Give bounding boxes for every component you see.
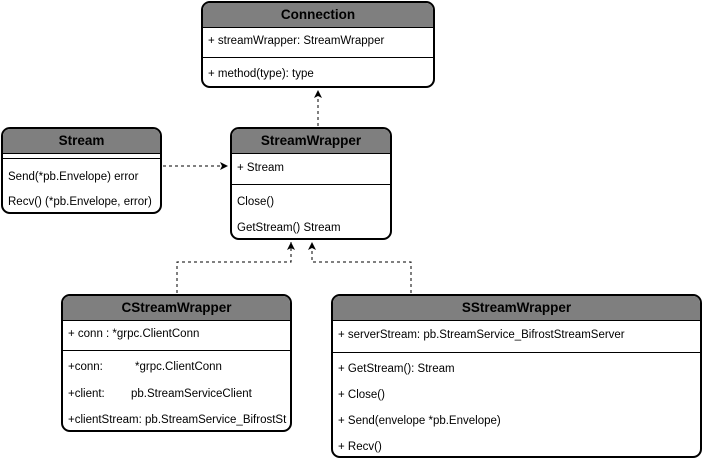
connection-method: + method(type): type <box>208 68 314 80</box>
stream-attributes <box>3 154 160 159</box>
cstreamwrapper-attribute: + conn : *grpc.ClientConn <box>68 328 200 340</box>
cstreamwrapper-class[interactable]: CStreamWrapper + conn : *grpc.ClientConn… <box>61 294 292 432</box>
stream-method: Recv() (*pb.Envelope, error) <box>8 196 152 208</box>
connection-class[interactable]: Connection + streamWrapper: StreamWrappe… <box>201 1 435 88</box>
connection-attributes: + streamWrapper: StreamWrapper <box>203 28 433 58</box>
cstreamwrapper-class-title: CStreamWrapper <box>63 296 290 321</box>
streamwrapper-attribute: + Stream <box>237 162 284 174</box>
stream-class-title: Stream <box>3 129 160 154</box>
cstreamwrapper-methods: +conn: *grpc.ClientConn +client: pb.Stre… <box>63 351 290 430</box>
connection-methods: + method(type): type <box>203 58 433 86</box>
cstreamwrapper-member-type: pb.StreamServiceClient <box>131 388 252 400</box>
cstreamwrapper-member-name: +conn: <box>68 361 103 373</box>
cstreamwrapper-attributes: + conn : *grpc.ClientConn <box>63 321 290 351</box>
sstreamwrapper-method: + GetStream(): Stream <box>338 363 455 375</box>
sstreamwrapper-class-title: SStreamWrapper <box>333 296 700 321</box>
cstreamwrapper-member: +client: pb.StreamServiceClient <box>68 387 287 401</box>
sstreamwrapper-method: + Recv() <box>338 441 382 453</box>
cstreamwrapper-member-name: +client: <box>68 388 105 400</box>
streamwrapper-class-title: StreamWrapper <box>232 129 390 154</box>
connection-attribute: + streamWrapper: StreamWrapper <box>208 35 385 47</box>
stream-class[interactable]: Stream Send(*pb.Envelope) error Recv() (… <box>1 127 162 214</box>
cstreamwrapper-member-name: +clientStream: <box>68 414 142 426</box>
streamwrapper-class[interactable]: StreamWrapper + Stream Close() GetStream… <box>230 127 392 240</box>
streamwrapper-methods: Close() GetStream() Stream <box>232 185 390 238</box>
stream-method: Send(*pb.Envelope) error <box>8 171 139 183</box>
stream-methods: Send(*pb.Envelope) error Recv() (*pb.Env… <box>3 159 160 212</box>
cstreamwrapper-member: +clientStream: pb.StreamService_BifrostS… <box>68 413 287 427</box>
sstreamwrapper-method: + Send(envelope *pb.Envelope) <box>338 415 501 427</box>
sstreamwrapper-to-streamwrapper-arrow <box>308 242 412 293</box>
connection-class-title: Connection <box>203 3 433 28</box>
sstreamwrapper-method: + Close() <box>338 389 385 401</box>
cstreamwrapper-member: +conn: *grpc.ClientConn <box>68 360 287 374</box>
streamwrapper-method: GetStream() Stream <box>237 222 341 234</box>
sstreamwrapper-class[interactable]: SStreamWrapper + serverStream: pb.Stream… <box>331 294 702 458</box>
streamwrapper-method: Close() <box>237 196 275 208</box>
sstreamwrapper-attributes: + serverStream: pb.StreamService_Bifrost… <box>333 321 700 353</box>
cstreamwrapper-member-type: pb.StreamService_BifrostStreamClient <box>145 414 287 426</box>
sstreamwrapper-methods: + GetStream(): Stream + Close() + Send(e… <box>333 353 700 456</box>
sstreamwrapper-attribute: + serverStream: pb.StreamService_Bifrost… <box>338 329 625 341</box>
streamwrapper-attributes: + Stream <box>232 154 390 185</box>
cstreamwrapper-member-type: *grpc.ClientConn <box>135 361 222 373</box>
cstreamwrapper-to-streamwrapper-arrow <box>176 242 295 293</box>
